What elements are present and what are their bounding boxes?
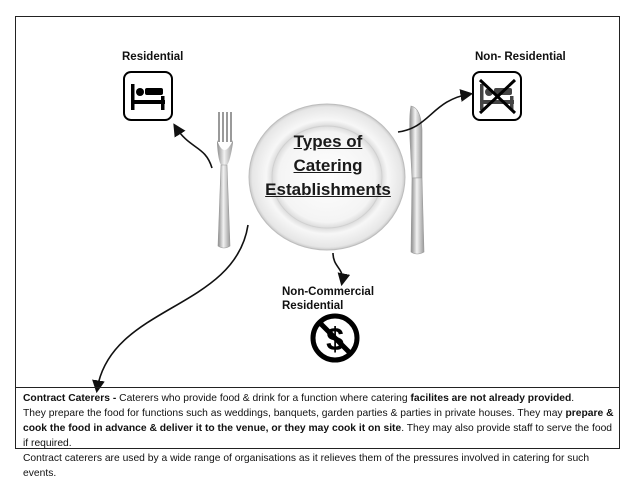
- arrow-to-non-commercial: [332, 252, 351, 287]
- arrow-to-non-residential: [397, 89, 474, 133]
- label-non-commercial-line2: Residential: [282, 300, 344, 312]
- page-title: Types of Catering Establishments: [248, 130, 408, 202]
- description-box: Contract Caterers - Caterers who provide…: [15, 387, 620, 479]
- label-non-commercial: Non-Commercial Residential: [282, 285, 374, 313]
- no-bed-icon: [472, 71, 522, 121]
- description-sentence-1-end: .: [571, 393, 575, 404]
- arrow-to-contract-caterers: [92, 224, 249, 394]
- no-dollar-icon: $: [310, 313, 360, 363]
- description-line-2: They prepare the food for functions such…: [23, 406, 620, 451]
- description-line-3: Contract caterers are used by a wide ran…: [23, 453, 590, 479]
- description-sentence-1-bold: facilites are not already provided: [410, 393, 572, 404]
- title-line-1: Types of: [293, 132, 363, 151]
- label-non-commercial-line1: Non-Commercial: [282, 286, 375, 298]
- title-line-3: Establishments: [265, 180, 391, 199]
- label-residential: Residential: [122, 51, 184, 63]
- description-sentence-2-bold: prepare & cook the food in advance & del…: [23, 408, 614, 434]
- fork-icon: [217, 112, 233, 249]
- description-sentence-2-end: . They may also provide staff to serve t…: [23, 423, 613, 449]
- arrow-to-residential: [173, 123, 213, 169]
- bed-icon: [123, 71, 173, 121]
- plate-icon: [248, 103, 406, 251]
- description-lead-sep: -: [109, 393, 120, 404]
- description-sentence-2: They prepare the food for functions such…: [23, 408, 566, 419]
- title-line-2: Catering: [293, 156, 363, 175]
- description-line-1: Contract Caterers - Caterers who provide…: [23, 391, 620, 406]
- description-lead: Contract Caterers: [23, 393, 110, 404]
- description-sentence-1: Caterers who provide food & drink for a …: [119, 393, 411, 404]
- label-non-residential: Non- Residential: [475, 51, 566, 63]
